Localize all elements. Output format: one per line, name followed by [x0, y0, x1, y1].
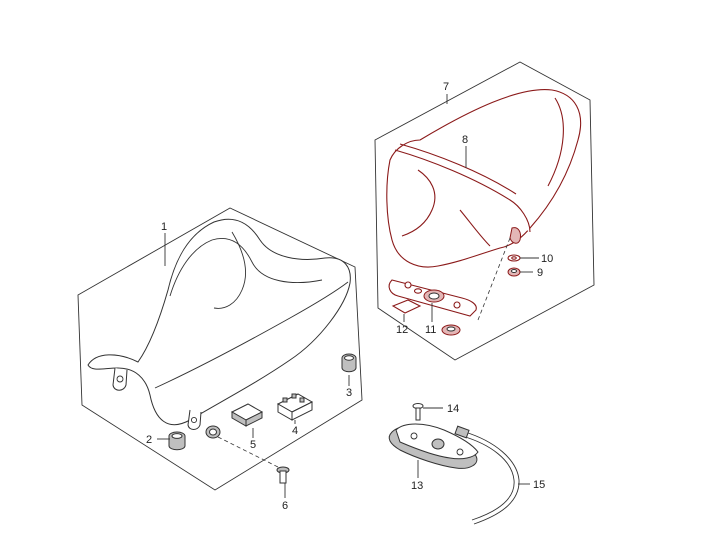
callout-14: 14	[447, 403, 459, 415]
callout-11: 11	[425, 324, 436, 336]
bolt-part[interactable]	[276, 466, 290, 484]
rubber-cushion-part[interactable]	[168, 431, 186, 451]
callout-15: 15	[533, 479, 545, 491]
callout-6: 6	[282, 500, 288, 512]
callout-labels: 1 2 3 4 5 6 7 8 9 10 11 12 13 14 15	[146, 81, 553, 512]
front-seat[interactable]	[87, 218, 351, 430]
callout-8: 8	[462, 134, 468, 146]
washer-part[interactable]	[507, 254, 521, 262]
seat-lock-bracket-part[interactable]	[388, 423, 479, 469]
rear-pad-part[interactable]	[391, 299, 422, 314]
connector-block-part[interactable]	[276, 393, 314, 421]
group-box-rear-seat	[374, 61, 595, 361]
grommet-part[interactable]	[205, 425, 221, 439]
bracket-plate-part[interactable]	[388, 279, 477, 317]
callout-10: 10	[541, 253, 553, 265]
callout-12: 12	[396, 324, 408, 336]
callout-13: 13	[411, 480, 423, 492]
rear-seat-cowl[interactable]	[386, 89, 582, 268]
seat-cushion-part[interactable]	[341, 353, 357, 373]
callout-7: 7	[443, 81, 449, 93]
pad-part[interactable]	[230, 403, 264, 427]
nut-part[interactable]	[507, 267, 521, 277]
group-box-front-seat	[77, 207, 363, 491]
callout-3: 3	[346, 387, 352, 399]
leader-lines	[157, 94, 539, 498]
callout-2: 2	[146, 434, 152, 446]
callout-9: 9	[537, 267, 543, 279]
screw-part[interactable]	[412, 403, 424, 421]
rubber-under-plate[interactable]	[441, 324, 461, 336]
callout-1: 1	[161, 221, 167, 233]
release-cable-part[interactable]	[454, 425, 520, 525]
callout-4: 4	[292, 425, 298, 437]
callout-5: 5	[250, 439, 256, 451]
